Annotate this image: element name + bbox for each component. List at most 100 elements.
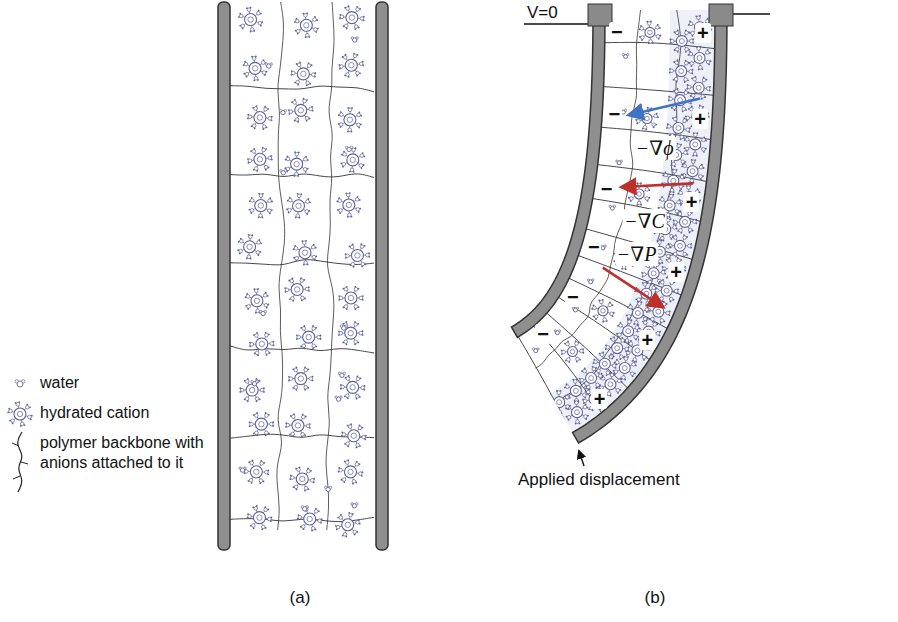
charge-sign: −: [609, 22, 625, 42]
hydrated-cation: [338, 286, 363, 310]
hydrated-cation: [654, 279, 679, 303]
hydrated-cation: [289, 466, 315, 491]
callout-label: Applied displacement: [518, 470, 680, 490]
clamp: [588, 4, 612, 26]
hydrated-cation: [345, 243, 371, 267]
hydrated-cation: [288, 98, 314, 123]
hydrated-cation: [661, 168, 685, 193]
hydrated-cation: [239, 378, 264, 402]
hydrated-cation: [336, 192, 361, 218]
charge-sign: +: [592, 389, 608, 409]
hydrated-cation: [296, 325, 321, 349]
panel-label: (b): [645, 588, 666, 608]
hydrated-cation: [288, 367, 313, 391]
panel-label: (a): [290, 588, 311, 608]
hydrated-cation: [669, 59, 694, 83]
hydrated-cation: [238, 7, 263, 33]
hydrated-cation: [582, 387, 607, 411]
wire: [733, 13, 770, 14]
hydrated-cation: [668, 234, 692, 257]
hydrated-cation: [297, 506, 323, 531]
hydrated-cation: [565, 400, 589, 425]
hydrated-cation: [249, 193, 273, 218]
hydrated-cation: [616, 319, 640, 344]
charge-sign: +: [695, 23, 711, 43]
hydrated-cation: [285, 413, 311, 437]
hydrated-cation: [564, 379, 588, 404]
hydrated-cation: [338, 53, 364, 78]
ground-wire: [524, 23, 588, 24]
legend-entry: hydrated cation: [40, 403, 149, 423]
clamp: [709, 4, 733, 26]
gradient-label: −∇C: [622, 209, 667, 233]
legend-icons: [7, 380, 32, 492]
hydrated-cation: [341, 423, 367, 448]
hydrated-cation: [579, 366, 604, 391]
charge-sign: −: [586, 237, 602, 257]
hydrated-cation: [247, 105, 273, 130]
hydrated-cation: [237, 234, 262, 260]
straight-strip: [218, 2, 388, 550]
legend-text: hydrated cation: [40, 404, 149, 421]
hydrated-cation: [670, 29, 694, 52]
electrode: [511, 10, 605, 337]
charge-sign: −: [606, 104, 622, 124]
hydrated-cation: [7, 401, 32, 427]
hydrated-cation: [247, 147, 273, 172]
hydrated-cation: [284, 277, 310, 301]
hydrated-cation: [340, 147, 365, 173]
hydrated-cation: [338, 321, 363, 345]
legend-entry: water: [40, 373, 79, 393]
legend-text: polymer backbone with anions attached to…: [40, 434, 204, 471]
hydrated-cation: [626, 301, 650, 326]
charge-sign: +: [684, 192, 700, 212]
hydrated-cation: [339, 5, 365, 30]
hydrated-cation: [638, 21, 661, 45]
hydrated-cation: [286, 193, 311, 219]
hydrated-cation: [681, 159, 705, 184]
hydrated-cation: [686, 76, 711, 100]
electrode: [376, 2, 388, 550]
hydrated-cation: [684, 132, 707, 156]
potential-gradient-arrow: [629, 98, 700, 115]
hydrated-cation: [244, 460, 270, 484]
charge-sign: −: [599, 179, 615, 199]
hydrated-cation: [338, 459, 364, 484]
hydrated-cation: [245, 288, 270, 314]
hydrated-cation: [249, 412, 274, 436]
electrode: [573, 10, 727, 443]
charge-sign: +: [668, 262, 684, 282]
pressure-gradient-arrow: [603, 268, 663, 307]
hydrated-cation: [591, 299, 614, 323]
hydrated-cation: [335, 512, 361, 538]
concentration-gradient-arrow: [622, 183, 693, 187]
charge-sign: +: [639, 330, 655, 350]
hydrated-cation: [340, 375, 366, 399]
hydrated-cation: [593, 352, 618, 376]
hydrated-cation: [249, 332, 275, 356]
hydrated-cation: [243, 56, 268, 82]
hydrated-cation: [547, 390, 571, 415]
hydrated-cation: [673, 210, 698, 234]
charge-sign: −: [565, 287, 581, 307]
leader-arrow: [579, 451, 584, 466]
charge-sign: −: [535, 324, 551, 344]
charge-sign: +: [692, 109, 708, 129]
hydrated-cation: [561, 340, 585, 363]
bent-strip: [511, 4, 770, 466]
legend-text: water: [40, 374, 79, 391]
legend-entry: polymer backbone with anions attached to…: [40, 433, 208, 473]
gradient-label: −∇ϕ: [634, 136, 676, 160]
hydrated-cation: [291, 62, 317, 87]
hydrated-cation: [294, 12, 319, 38]
hydrated-cation: [247, 505, 273, 530]
gradient-label: −∇P: [615, 242, 659, 266]
electrode: [218, 2, 230, 550]
hydrated-cation: [685, 104, 710, 128]
hydrated-cation: [688, 46, 712, 71]
voltage-label: V=0: [527, 3, 558, 23]
hydrated-cation: [338, 107, 362, 132]
hydrated-cation: [293, 240, 318, 266]
